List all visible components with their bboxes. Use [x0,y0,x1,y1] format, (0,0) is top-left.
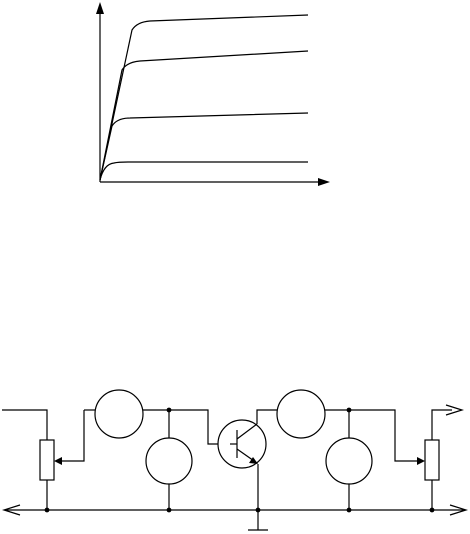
output-characteristic-graph [96,2,330,186]
base-wiper-arrow [54,457,62,465]
npn-transistor [217,409,278,510]
rail-node [429,507,435,513]
transistor-envelope [217,419,267,469]
collector-potentiometer [424,439,440,481]
ammeter-collector [276,389,326,439]
collector-potentiometer-wiper [349,409,418,462]
transistor-collector [236,423,258,440]
characteristic-curve-1 [99,14,309,181]
rail-node [166,507,172,513]
ammeter-base [94,389,144,439]
measurement-circuit [1,389,469,531]
input-terminal-arrow [1,504,21,516]
output-terminal-arrow [445,404,465,416]
input-lead-top [2,409,48,440]
x-axis-arrow [318,178,330,186]
characteristic-curve-2 [99,50,309,181]
rail-node [44,507,50,513]
voltmeter-collector [325,437,373,485]
characteristic-curve-3 [99,112,309,181]
base-potentiometer-wiper [60,410,85,462]
output-lead-top [431,409,452,440]
common-terminal-arrow [449,504,469,516]
base-potentiometer [39,439,55,481]
rail-node [346,507,352,513]
characteristic-curve-4 [99,161,308,181]
emitter-arrow [249,457,258,464]
collector-wiper-arrow [417,457,425,465]
voltmeter-base [145,437,193,485]
y-axis-arrow [96,2,104,14]
